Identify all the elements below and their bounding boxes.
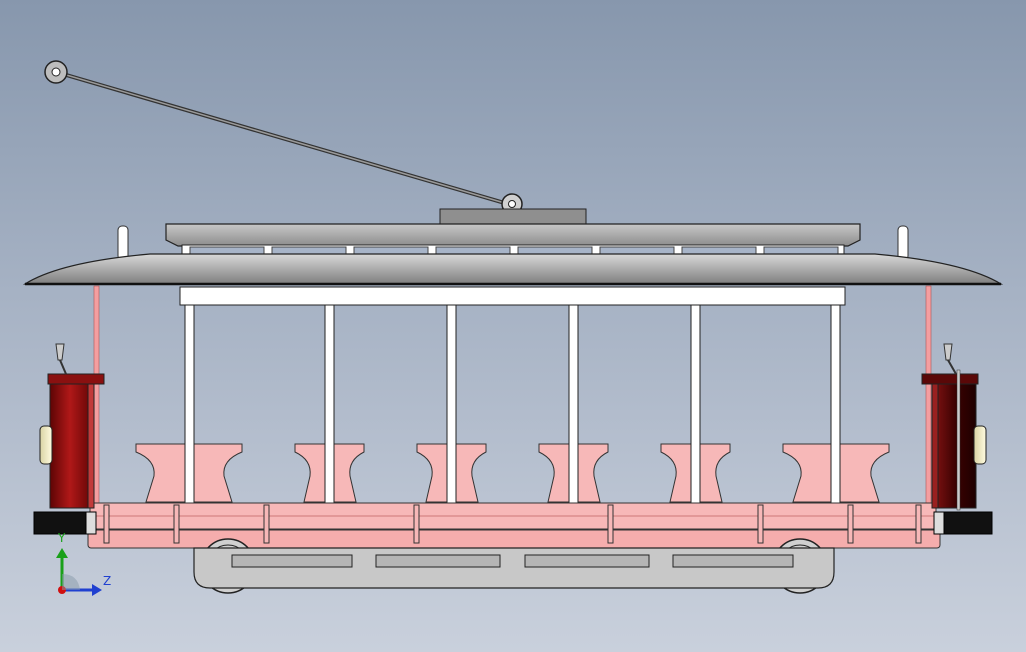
- axis-z-label: Z: [103, 574, 112, 588]
- left-end-platform: [33, 343, 105, 535]
- bench-seats: [135, 443, 890, 503]
- side-posts: [184, 304, 841, 504]
- axis-y-label: Y: [58, 531, 66, 545]
- truck-frame: [193, 538, 835, 594]
- trolley-pole: [44, 60, 523, 215]
- right-end-platform: [921, 343, 993, 535]
- roof-finial-left: [117, 225, 129, 261]
- headlamp-left-icon: [39, 425, 53, 465]
- roof-fascia: [179, 286, 846, 306]
- main-roof: [22, 253, 1004, 285]
- roof-finial-right: [897, 225, 909, 261]
- headlamp-right-icon: [973, 425, 987, 465]
- side-rail: [87, 502, 941, 549]
- axis-triad-icon: [56, 548, 102, 596]
